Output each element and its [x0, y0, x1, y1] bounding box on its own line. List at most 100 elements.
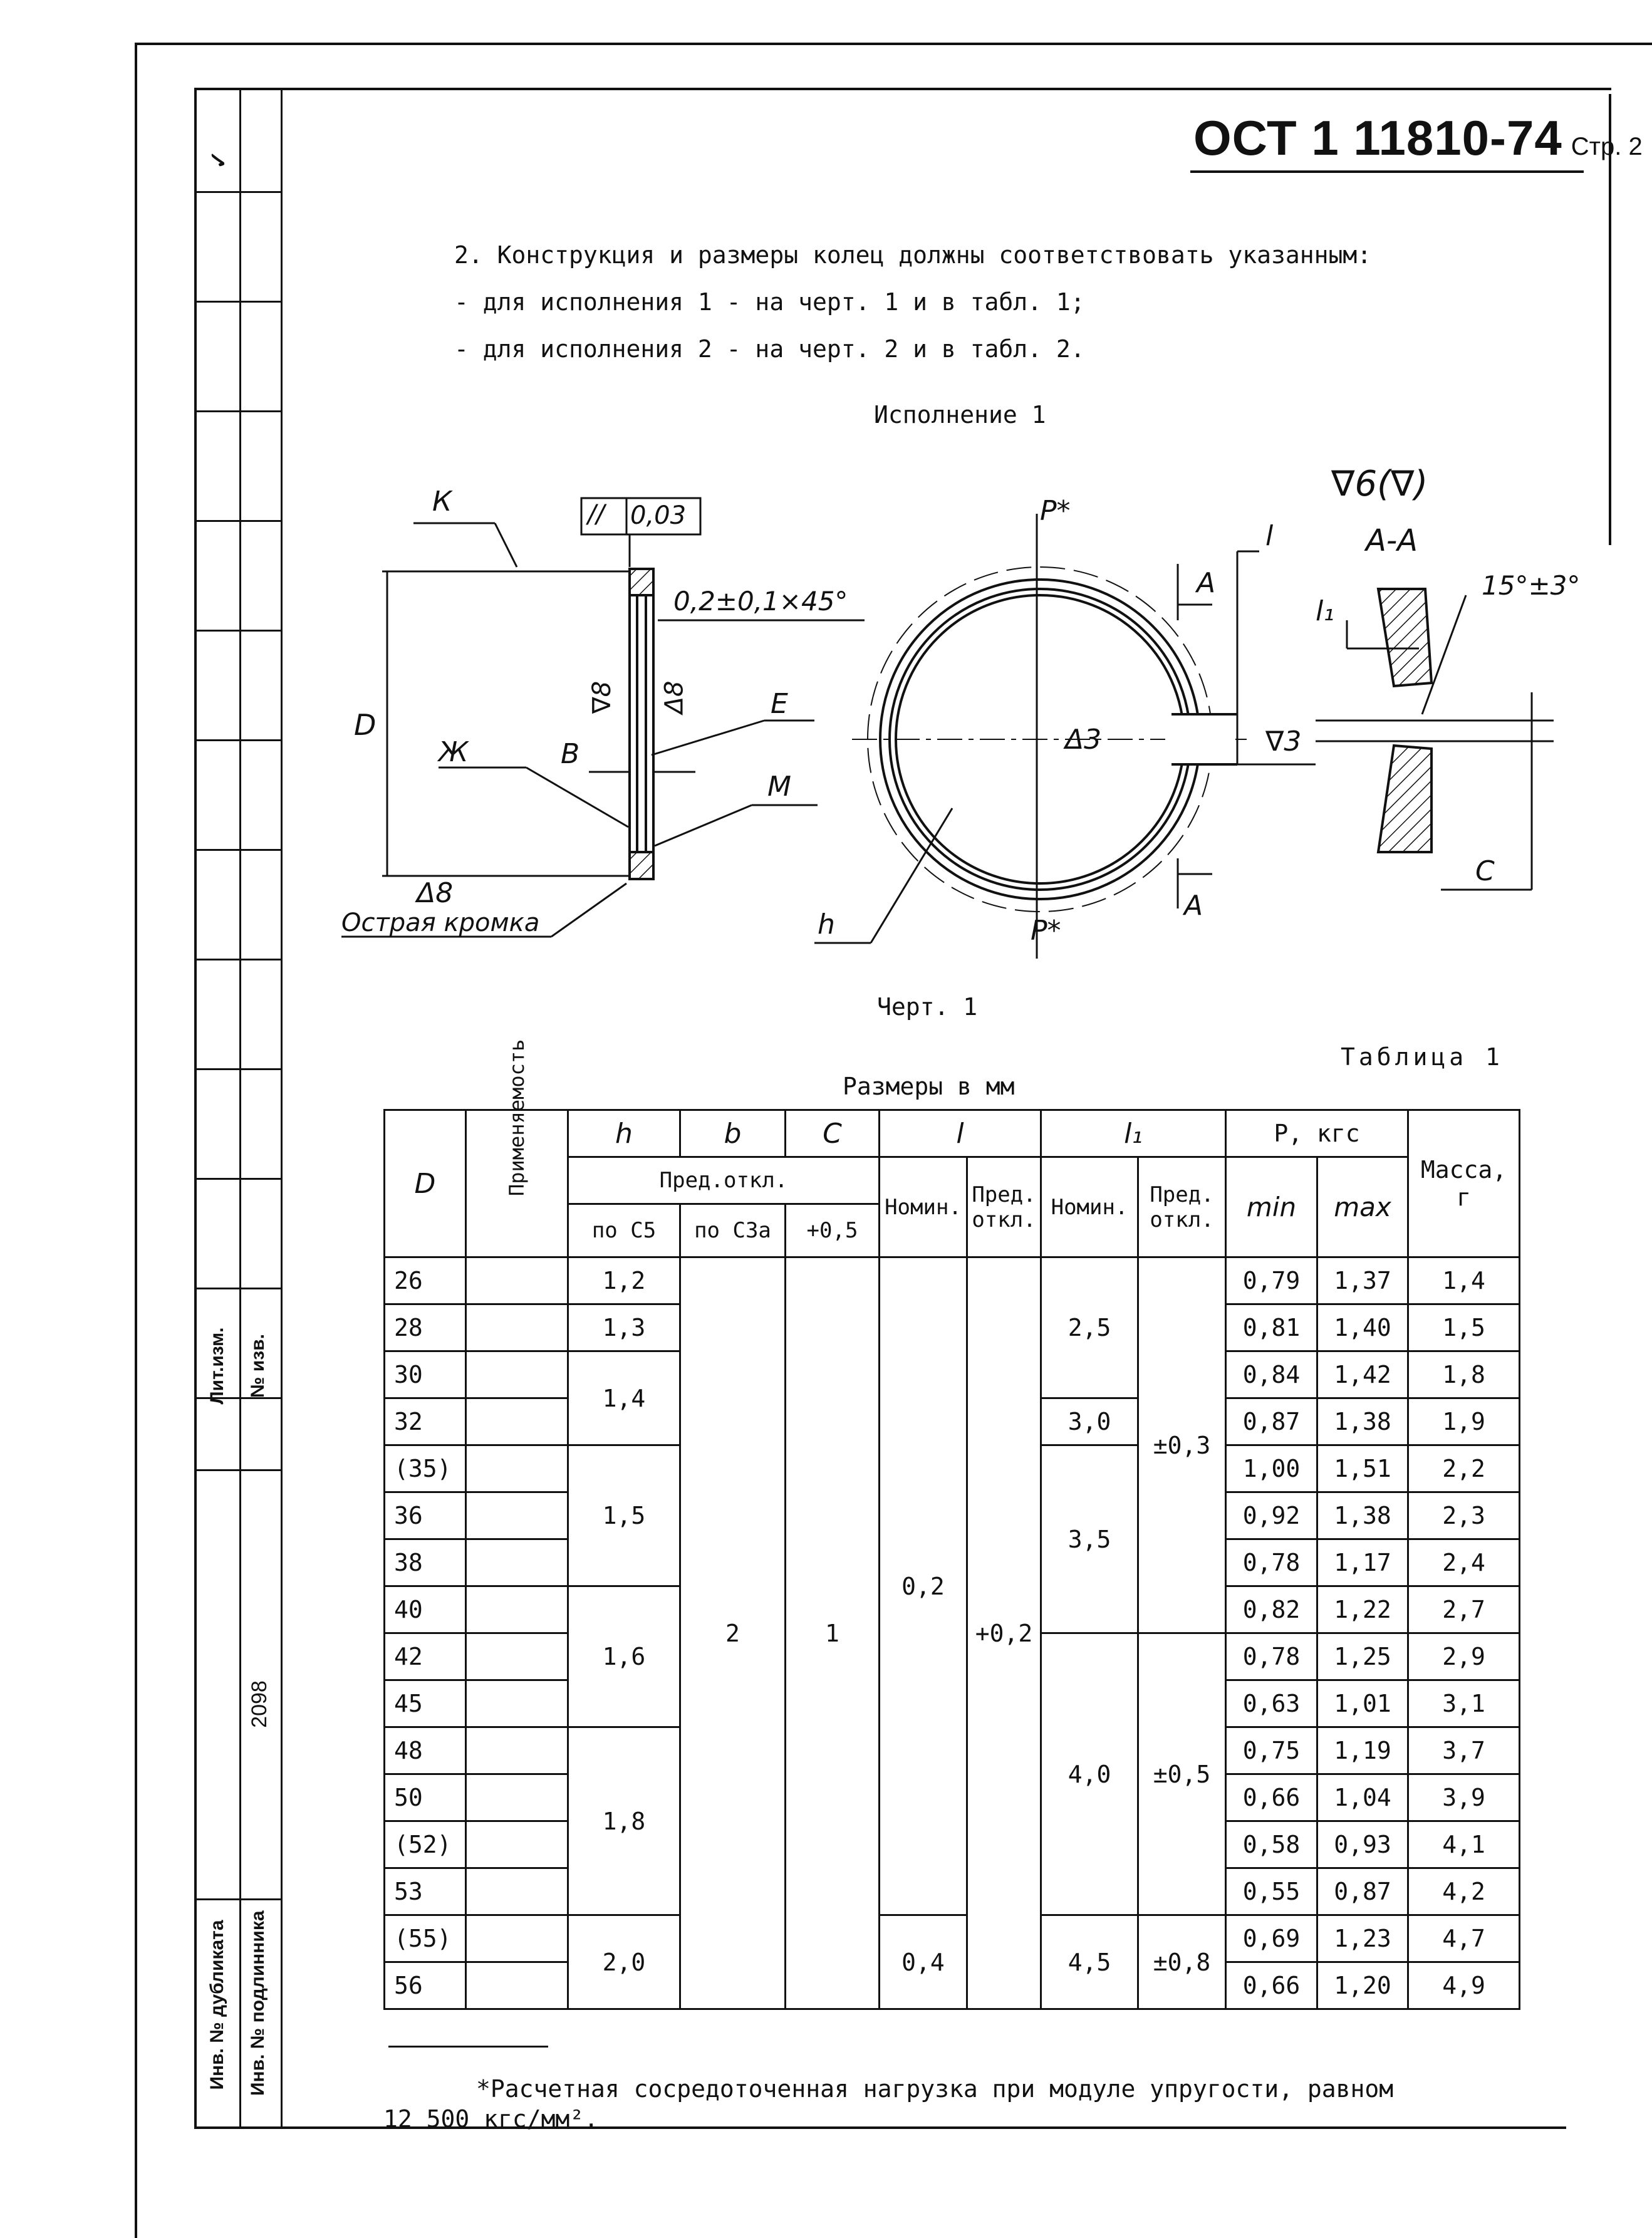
cell-l: 0,2	[878, 1256, 968, 1916]
table-title: Таблица 1	[1341, 1043, 1504, 1071]
cell-c: 1	[784, 1256, 880, 2010]
cell-p-max: 0,93	[1316, 1820, 1410, 1869]
dimensions-table: D Применяемость h b C l l₁ P, кгс Масса,…	[383, 1039, 1521, 2010]
cell-applicability	[465, 1961, 569, 2010]
cell-p-min: 1,00	[1225, 1444, 1319, 1493]
label-e: Е	[771, 688, 788, 720]
label-l1: l₁	[1316, 595, 1334, 627]
cell-mass: 2,9	[1407, 1632, 1521, 1681]
ring-side-view	[628, 568, 655, 880]
drawing-caption: Черт. 1	[877, 993, 978, 1021]
cell-h: 1,4	[567, 1350, 681, 1446]
footnote-line-1: *Расчетная сосредоточенная нагрузка при …	[476, 2075, 1394, 2103]
cell-d: 48	[383, 1726, 467, 1775]
label-m: М	[767, 771, 791, 803]
cell-h: 2,0	[567, 1914, 681, 2010]
col-head-l-nomin: Номин.	[878, 1156, 968, 1258]
cell-d: (55)	[383, 1914, 467, 1963]
cell-applicability	[465, 1303, 569, 1352]
cell-applicability	[465, 1867, 569, 1916]
intro-line-2: - для исполнения 1 - на черт. 1 и в табл…	[454, 288, 1085, 316]
cell-mass: 1,9	[1407, 1397, 1521, 1446]
cell-mass: 2,4	[1407, 1538, 1521, 1587]
col-head-mass: Масса, г	[1407, 1109, 1521, 1258]
cell-applicability	[465, 1585, 569, 1634]
frame-inner-left-line	[194, 88, 197, 2129]
cell-d: 53	[383, 1867, 467, 1916]
cell-p-max: 1,37	[1316, 1256, 1410, 1305]
cell-applicability	[465, 1632, 569, 1681]
col-head-plus05: +0,5	[784, 1203, 880, 1258]
cell-d: (52)	[383, 1820, 467, 1869]
header-underline	[1190, 170, 1584, 173]
label-sharp-edge: Острая кромка	[341, 908, 540, 937]
cell-p-max: 1,22	[1316, 1585, 1410, 1634]
label-a-top: А	[1197, 567, 1216, 599]
label-k: К	[432, 486, 452, 518]
label-zh: Ж	[439, 736, 469, 768]
label-h: h	[818, 908, 835, 940]
label-rough8: ∇8	[588, 680, 617, 714]
cell-d: 45	[383, 1679, 467, 1728]
intro-line-3: - для исполнения 2 - на черт. 2 и в табл…	[454, 335, 1085, 363]
cell-d: (35)	[383, 1444, 467, 1493]
cell-p-min: 0,78	[1225, 1538, 1319, 1587]
stamp-col-line-2	[281, 88, 283, 2129]
label-tri8b: Δ8	[417, 877, 454, 909]
cell-l1-tol: ±0,8	[1137, 1914, 1227, 2010]
cell-mass: 1,8	[1407, 1350, 1521, 1399]
col-head-max: max	[1316, 1156, 1410, 1258]
cell-mass: 3,7	[1407, 1726, 1521, 1775]
cell-p-max: 1,40	[1316, 1303, 1410, 1352]
cell-d: 30	[383, 1350, 467, 1399]
cell-l1: 4,0	[1040, 1632, 1140, 1916]
cell-p-min: 0,92	[1225, 1491, 1319, 1540]
cell-p-min: 0,69	[1225, 1914, 1319, 1963]
cell-p-max: 1,38	[1316, 1397, 1410, 1446]
cell-d: 42	[383, 1632, 467, 1681]
cell-p-max: 1,17	[1316, 1538, 1410, 1587]
stamp-inv-podl: Инв. № подлинника	[247, 1910, 268, 2096]
cell-mass: 1,5	[1407, 1303, 1521, 1352]
label-tol-val: 0,03	[630, 501, 687, 530]
label-tri8: Δ8	[660, 680, 689, 714]
cell-l1: 2,5	[1040, 1256, 1140, 1399]
col-head-min: min	[1225, 1156, 1319, 1258]
cell-mass: 4,1	[1407, 1820, 1521, 1869]
label-rough6: ∇6(∇)	[1331, 464, 1428, 504]
col-head-applicability: Применяемость	[465, 1039, 569, 1258]
col-head-l-pred: Пред. откл.	[965, 1156, 1042, 1258]
cell-d: 50	[383, 1773, 467, 1822]
cell-h: 1,5	[567, 1444, 681, 1587]
cell-p-min: 0,82	[1225, 1585, 1319, 1634]
cell-mass: 2,2	[1407, 1444, 1521, 1493]
col-head-po-c3a: по C3а	[679, 1203, 786, 1258]
cell-applicability	[465, 1914, 569, 1963]
label-c: C	[1475, 855, 1495, 887]
cell-p-max: 1,04	[1316, 1773, 1410, 1822]
label-chamfer: 0,2±0,1×45°	[673, 586, 848, 617]
table-units: Размеры в мм	[843, 1073, 1015, 1100]
cell-applicability	[465, 1820, 569, 1869]
cell-applicability	[465, 1444, 569, 1493]
col-head-l: l	[878, 1109, 1042, 1158]
stamp-number: 2098	[247, 1680, 271, 1728]
cell-h: 1,6	[567, 1585, 681, 1728]
cell-p-min: 0,66	[1225, 1961, 1319, 2010]
col-head-d: D	[383, 1109, 467, 1258]
cell-mass: 4,9	[1407, 1961, 1521, 2010]
cell-mass: 2,7	[1407, 1585, 1521, 1634]
cell-p-max: 1,19	[1316, 1726, 1410, 1775]
frame-left-line	[135, 43, 137, 2238]
intro-line-1: 2. Конструкция и размеры колец должны со…	[454, 241, 1372, 269]
col-head-c: C	[784, 1109, 880, 1158]
cell-h: 1,8	[567, 1726, 681, 1916]
